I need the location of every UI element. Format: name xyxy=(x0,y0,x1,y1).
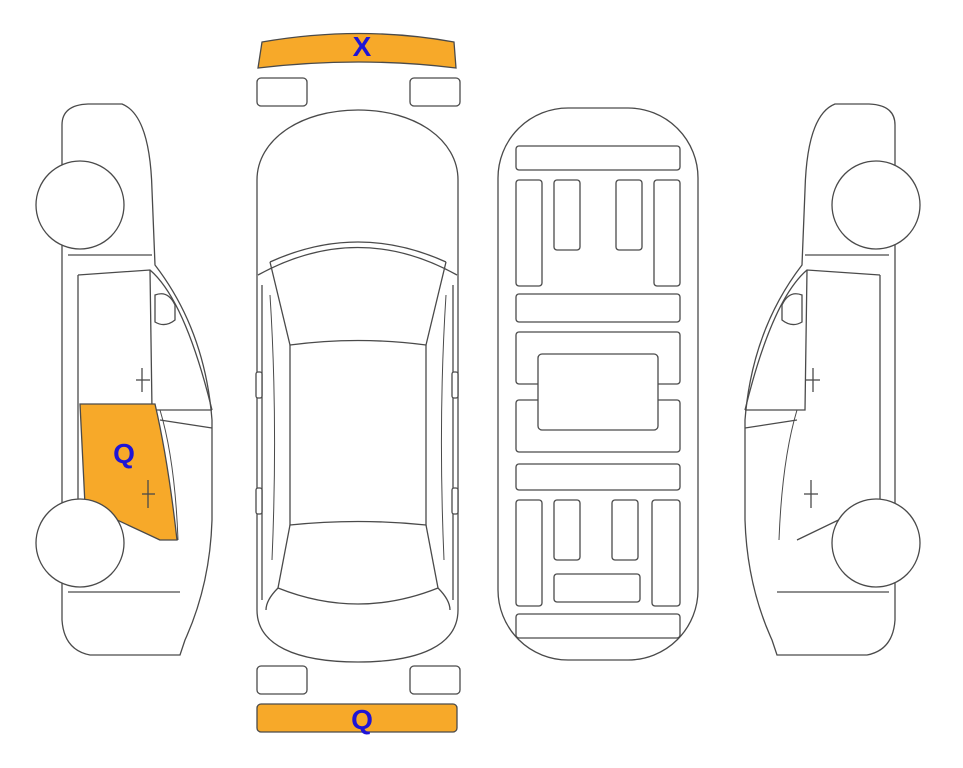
car-top-view xyxy=(255,109,459,663)
left-front-wheel xyxy=(35,160,125,250)
left-rear-door-damage-mark: Q xyxy=(113,438,135,469)
front-left-light xyxy=(256,77,308,107)
rear-right-light xyxy=(409,665,461,695)
right-front-wheel xyxy=(831,160,921,250)
rear-bumper[interactable] xyxy=(256,703,458,733)
car-underside-view xyxy=(497,107,699,661)
front-bumper[interactable] xyxy=(257,32,457,69)
rear-bumper-damage-mark: Q xyxy=(351,704,373,735)
rear-left-light xyxy=(256,665,308,695)
front-right-light xyxy=(409,77,461,107)
front-bumper-damage-mark: X xyxy=(353,31,372,62)
right-rear-wheel xyxy=(831,498,921,588)
left-rear-wheel xyxy=(35,498,125,588)
